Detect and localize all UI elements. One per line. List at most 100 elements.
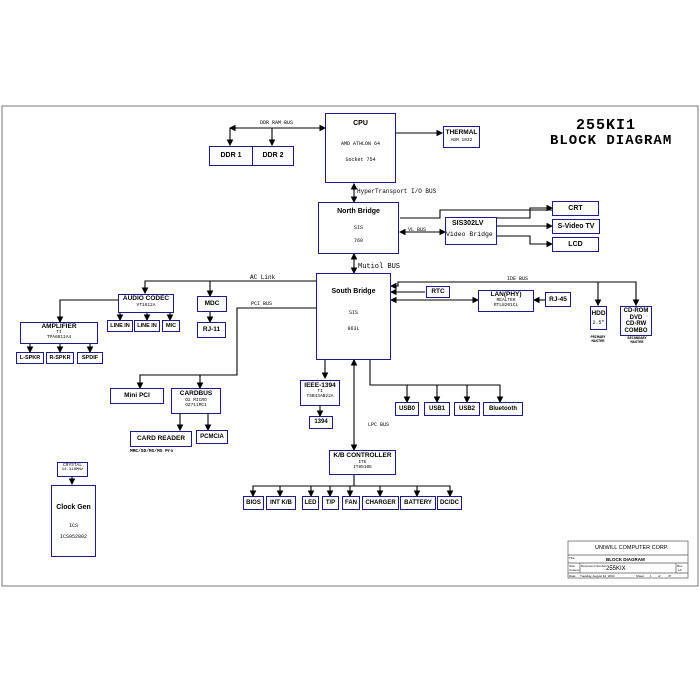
thermal-block: THERMAL ADM 1032 (443, 126, 480, 148)
mini-pci-block: Mini PCI (110, 388, 164, 404)
battery-block: BATTERY (400, 496, 436, 510)
cpu-socket: Socket 754 (345, 157, 376, 163)
hdd-note: PRIMARY MASTER (590, 336, 606, 344)
page-frame (1, 105, 699, 587)
video-bridge-block: SIS302LV Video Bridge (445, 217, 497, 245)
kb-controller-model: IT8510E (353, 465, 372, 470)
cardbus-vendor: O2 MICRO (185, 398, 207, 403)
int-kb-block: INT K/B (266, 496, 296, 510)
diagram-title-line2: BLOCK DIAGRAM (550, 133, 673, 149)
bus-label-ac-link: AC Link (250, 274, 276, 281)
amplifier-name: AMPLIFIER (41, 323, 77, 330)
ddr2-block: DDR 2 (252, 146, 294, 166)
video-bridge-name: SIS302LV (452, 220, 484, 227)
svideo-block: S-Video TV (552, 219, 600, 234)
clock-gen-name: Clock Gen (56, 504, 91, 511)
ieee1394-vendor: TI (317, 389, 323, 394)
title-block-date: Tuesday, August 10, 2004 (580, 574, 615, 578)
crt-block: CRT (552, 201, 599, 216)
cpu-name: CPU (353, 120, 368, 127)
ieee1394-name: IEEE-1394 (304, 382, 336, 389)
optical-line3: CD-RW (625, 321, 647, 327)
title-block-size: Custom (569, 568, 580, 572)
optical-drive-block: CD-ROM DVD CD-RW COMBO (620, 306, 652, 336)
title-block-sheets: 37 (668, 574, 672, 578)
lcd-block: LCD (552, 237, 599, 252)
usb1-block: USB1 (424, 402, 450, 416)
optical-line4: COMBO (624, 327, 648, 334)
led-block: LED (302, 496, 319, 510)
usb0-block: USB0 (395, 402, 419, 416)
title-block-title: BLOCK DIAGRAM (606, 557, 645, 562)
hdd-block: HDD 2.5" (590, 306, 607, 330)
lan-model: RTL8201CL (493, 303, 519, 308)
bus-label-pci: PCI BUS (251, 301, 273, 307)
north-bridge-model: 760 (353, 238, 363, 244)
tp-block: T/P (322, 496, 339, 510)
title-block-sheet-label: Sheet (636, 574, 644, 578)
port-1394-block: 1394 (309, 416, 333, 429)
card-reader-formats: MMC/SD/MS/MS Pro (130, 449, 174, 454)
title-block-title-label: Title (569, 556, 575, 560)
optical-line2: DVD (629, 314, 643, 321)
north-bridge-block: North Bridge SIS 760 (318, 202, 399, 254)
mdc-block: MDC (197, 296, 227, 312)
title-block-company: UNIWILL COMPUTER CORP. (595, 545, 669, 551)
bus-label-hypertransport: HyperTransport I/O BUS (357, 188, 437, 195)
title-block-doc-label: Document Number (581, 564, 607, 568)
title-block-frame (567, 540, 689, 579)
bus-label-ide: IDE BUS (507, 276, 529, 282)
bus-label-mutiol: Mutiol BUS (358, 263, 401, 271)
rj45-block: RJ-45 (545, 292, 571, 307)
cardbus-block: CARDBUS O2 MICRO OZ711MC1 (171, 388, 221, 414)
diagram-title-line1: 255KI1 (576, 117, 637, 134)
title-block-rev: 1A (678, 568, 682, 572)
kb-controller-block: K/B CONTROLLER ITE IT8510E (329, 450, 396, 475)
south-bridge-vendor: SIS (348, 310, 358, 316)
south-bridge-block: South Bridge SIS 963L (316, 273, 391, 360)
cpu-block: CPU AMD ATHLON 64 Socket 754 (325, 113, 396, 183)
lan-vendor: REALTEK (496, 298, 516, 303)
cardbus-model: OZ711MC1 (185, 403, 207, 408)
kb-controller-name: K/B CONTROLLER (333, 452, 392, 459)
audio-codec-block: AUDIO CODEC VT1612A (118, 294, 174, 313)
ieee1394-block: IEEE-1394 TI TSB43AB22A (300, 380, 340, 406)
north-bridge-vendor: SIS (353, 225, 363, 231)
bus-label-ddr-ram: DDR RAM BUS (260, 120, 294, 126)
bios-block: BIOS (243, 496, 264, 510)
hdd-name: HDD (591, 310, 606, 317)
thermal-part: ADM 1032 (450, 138, 473, 143)
crystal-block: CRYSTAL 14.318MHz (57, 462, 88, 477)
optical-note: SECONDARY MASTER (627, 337, 647, 345)
title-block-size-label: Size (569, 564, 575, 568)
lan-block: LAN(PHY) REALTEK RTL8201CL (478, 290, 534, 312)
audio-codec-name: AUDIO CODEC (122, 295, 170, 302)
audio-codec-part: VT1612A (136, 303, 156, 308)
title-block-sheet-of: of (658, 574, 661, 578)
cpu-model: AMD ATHLON 64 (340, 141, 380, 147)
optical-line1: CD-ROM (623, 308, 649, 314)
bluetooth-block: Bluetooth (483, 402, 523, 416)
ieee1394-model: TSB43AB22A (306, 394, 334, 399)
title-block-sheet: 1 (650, 574, 652, 578)
mic-block: MIC (162, 320, 180, 332)
crystal-name: CRYSTAL (63, 463, 82, 468)
spdif-block: SPDIF (77, 352, 103, 364)
line-in-2-block: LINE IN (134, 320, 160, 332)
title-block-date-label: Date: (569, 574, 577, 578)
clock-gen-model: ICS952802 (59, 534, 87, 540)
south-bridge-model: 963L (347, 326, 360, 332)
fan-block: FAN (342, 496, 360, 510)
usb2-block: USB2 (454, 402, 480, 416)
card-reader-block: CARD READER (130, 431, 192, 447)
l-spkr-block: L-SPKR (16, 352, 44, 364)
amplifier-block: AMPLIFIER TI TPA6011A4 (20, 322, 98, 344)
south-bridge-name: South Bridge (331, 288, 376, 295)
cardbus-name: CARDBUS (179, 390, 213, 397)
bus-label-vl: VL BUS (408, 227, 427, 233)
rtc-block: RTC (426, 286, 450, 298)
clock-gen-block: Clock Gen ICS ICS952802 (51, 485, 96, 557)
clock-gen-vendor: ICS (68, 523, 78, 529)
